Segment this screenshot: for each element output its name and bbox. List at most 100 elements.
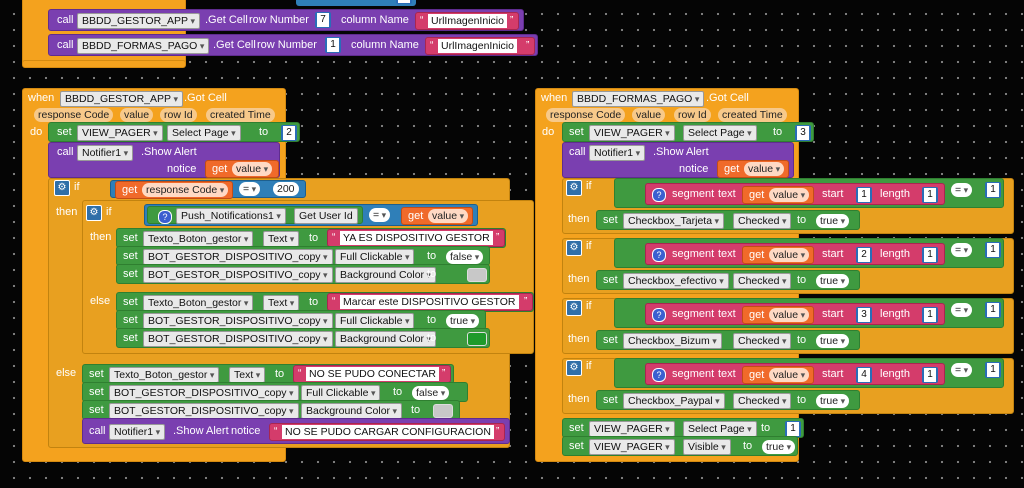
set-view-pager-visible[interactable]: set VIEW_PAGER Visible to true — [562, 436, 798, 456]
call-notifier-show-alert[interactable]: call Notifier1 .Show Alert notice get va… — [562, 142, 794, 178]
call-notifier-show-alert[interactable]: call Notifier1 .Show Alert notice get va… — [48, 142, 280, 178]
operator-dropdown[interactable]: = — [951, 303, 973, 317]
row-number-value[interactable]: 7 — [317, 13, 329, 27]
component-dropdown[interactable]: BBDD_GESTOR_APP — [77, 13, 201, 29]
compare-block[interactable]: get response Code = 200 — [110, 180, 306, 199]
color-swatch-light-gray[interactable] — [433, 404, 453, 418]
param-response-code[interactable]: response Code — [34, 108, 114, 122]
set-texto-boton-text-outer-else[interactable]: set Texto_Boton_gestor Text to “NO SE PU… — [82, 364, 454, 384]
color-swatch-green[interactable] — [467, 332, 487, 346]
set-view-pager-select-page-end[interactable]: set VIEW_PAGER Select Page to 1 — [562, 418, 804, 438]
set-texto-boton-text[interactable]: set Texto_Boton_gestor Text to “YA ES DI… — [116, 228, 506, 248]
set-view-pager-select-page[interactable]: set VIEW_PAGER Select Page to 2 — [48, 122, 300, 142]
method-label: .Show Alert — [141, 146, 197, 158]
top-call-get-cell-pago[interactable]: call BBDD_FORMAS_PAGO .Get Cell row Numb… — [48, 34, 538, 56]
call-keyword: call — [57, 14, 74, 26]
top-index-block[interactable]: index 2 — [296, 0, 416, 6]
compare-value[interactable]: 200 — [273, 182, 299, 196]
segment-call[interactable]: ?segmenttextgetvaluestart3length1 — [645, 303, 945, 325]
compare-segment-block[interactable]: ?segmenttextgetvaluestart3length1=1 — [614, 298, 1004, 328]
param-response-code[interactable]: response Code — [546, 108, 626, 122]
help-icon[interactable]: ? — [652, 248, 666, 262]
top-procedure-tail — [22, 60, 186, 68]
set-bot-gestor-background-color-outer-else[interactable]: set BOT_GESTOR_DISPOSITIVO_copy Backgrou… — [82, 400, 460, 420]
gear-icon[interactable]: ⚙ — [566, 240, 582, 256]
param-created-time[interactable]: created Time — [206, 108, 275, 122]
param-value[interactable]: value — [120, 108, 154, 122]
event-component-dropdown[interactable]: BBDD_FORMAS_PAGO — [572, 91, 705, 107]
get-value-block[interactable]: get value — [205, 160, 279, 178]
compare-user-id-block[interactable]: ? Push_Notifications1 Get User Id = get … — [144, 204, 478, 226]
text-literal[interactable]: “NO SE PUDO CARGAR CONFIGURACION” — [269, 423, 505, 441]
compare-segment-block[interactable]: ?segmenttextgetvaluestart4length1=1 — [614, 358, 1004, 388]
help-icon[interactable]: ? — [652, 308, 666, 322]
if-keyword: if — [586, 180, 592, 192]
set-bot-gestor-full-clickable[interactable]: set BOT_GESTOR_DISPOSITIVO_copy Full Cli… — [116, 246, 490, 266]
param-value[interactable]: value — [632, 108, 666, 122]
param-row-id[interactable]: row Id — [160, 108, 197, 122]
property-dropdown[interactable]: Select Page — [167, 125, 241, 141]
method-label: .Get Cell — [213, 39, 256, 51]
column-name-text[interactable]: “UrlImagenInicio” — [425, 37, 535, 55]
operator-dropdown[interactable]: = — [239, 182, 261, 196]
if-keyword: if — [586, 240, 592, 252]
help-icon[interactable]: ? — [158, 210, 172, 224]
param-created-time[interactable]: created Time — [718, 108, 787, 122]
notifier-dropdown[interactable]: Notifier1 — [77, 145, 134, 161]
set-texto-boton-text-else[interactable]: set Texto_Boton_gestor Text to “Marcar e… — [116, 292, 534, 312]
operator-dropdown[interactable]: = — [951, 183, 973, 197]
segment-call[interactable]: ?segmenttextgetvaluestart2length1 — [645, 243, 945, 265]
segment-call[interactable]: ?segmenttextgetvaluestart1length1 — [645, 183, 945, 205]
if-keyword: if — [586, 360, 592, 372]
component-dropdown[interactable]: BBDD_FORMAS_PAGO — [77, 38, 210, 54]
event-name-label: .Got Cell — [184, 92, 227, 104]
top-call-get-cell-gestor[interactable]: call BBDD_GESTOR_APP .Get Cell row Numbe… — [48, 9, 524, 31]
column-name-label: column Name — [351, 39, 419, 51]
text-literal[interactable]: “Marcar este DISPOSITIVO GESTOR” — [327, 293, 533, 311]
set-bot-gestor-background-color-else[interactable]: set BOT_GESTOR_DISPOSITIVO_copy Backgrou… — [116, 328, 490, 348]
event-name-label: .Got Cell — [706, 92, 749, 104]
column-name-text[interactable]: “UrlImagenInicio” — [415, 12, 519, 30]
page-number[interactable]: 2 — [283, 126, 295, 140]
get-response-code[interactable]: get response Code — [115, 181, 233, 199]
text-literal[interactable]: “YA ES DISPOSITIVO GESTOR” — [327, 229, 505, 247]
when-keyword: when — [541, 92, 568, 104]
gear-icon[interactable]: ⚙ — [86, 205, 102, 221]
get-user-id-call[interactable]: ? Push_Notifications1 Get User Id — [147, 206, 363, 224]
component-dropdown[interactable]: VIEW_PAGER — [77, 125, 163, 141]
gear-icon[interactable]: ⚙ — [566, 360, 582, 376]
set-bot-gestor-background-color[interactable]: set BOT_GESTOR_DISPOSITIVO_copy Backgrou… — [116, 264, 490, 284]
row-number-label: row Number — [257, 39, 317, 51]
row-number-value[interactable]: 1 — [327, 38, 339, 52]
compare-segment-block[interactable]: ?segmenttextgetvaluestart1length1=1 — [614, 178, 1004, 208]
help-icon[interactable]: ? — [652, 188, 666, 202]
help-icon[interactable]: ? — [652, 368, 666, 382]
set-bot-gestor-full-clickable-else[interactable]: set BOT_GESTOR_DISPOSITIVO_copy Full Cli… — [116, 310, 486, 330]
to-label: to — [259, 126, 269, 138]
gear-icon[interactable]: ⚙ — [54, 180, 70, 196]
gear-icon[interactable]: ⚙ — [566, 180, 582, 196]
compare-segment-block[interactable]: ?segmenttextgetvaluestart2length1=1 — [614, 238, 1004, 268]
color-swatch-light-gray[interactable] — [467, 268, 487, 282]
set-view-pager-select-page[interactable]: set VIEW_PAGER Select Page to 3 — [562, 122, 814, 142]
param-row-id[interactable]: row Id — [674, 108, 711, 122]
operator-dropdown[interactable]: = — [951, 243, 973, 257]
gear-icon[interactable]: ⚙ — [566, 300, 582, 316]
get-value-block[interactable]: get value — [401, 207, 473, 225]
operator-dropdown[interactable]: = — [369, 208, 391, 222]
text-literal[interactable]: “NO SE PUDO CONECTAR” — [293, 365, 451, 383]
get-value-block[interactable]: get value — [717, 160, 789, 178]
call-notifier-show-alert-outer-else[interactable]: call Notifier1 .Show Alert notice “NO SE… — [82, 418, 510, 444]
operator-dropdown[interactable]: = — [951, 363, 973, 377]
segment-call[interactable]: ?segmenttextgetvaluestart4length1 — [645, 363, 945, 385]
set-bot-gestor-full-clickable-outer-else[interactable]: set BOT_GESTOR_DISPOSITIVO_copy Full Cli… — [82, 382, 468, 402]
event-component-dropdown[interactable]: BBDD_GESTOR_APP — [60, 91, 184, 107]
